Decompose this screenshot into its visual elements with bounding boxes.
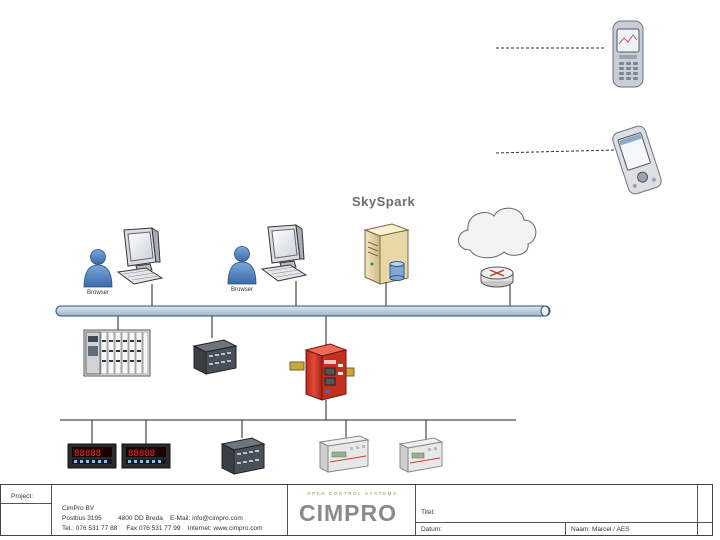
svg-text:88888: 88888	[74, 449, 101, 459]
controller-icon	[192, 339, 238, 375]
name-label: Naam: Marcel / AES	[571, 526, 630, 533]
router-icon	[480, 266, 514, 288]
field-drop-lines	[91, 420, 427, 446]
plc-rack-icon	[83, 329, 151, 377]
pda-icon	[612, 125, 662, 195]
user-icon	[83, 249, 113, 288]
workstation-label: Browser	[231, 287, 253, 293]
server-icon	[363, 223, 410, 285]
monitor-icon	[260, 223, 308, 282]
cloud-icon	[458, 207, 537, 259]
title-block: Project: CimPro BV Postbus 3195 4800 DD …	[0, 484, 713, 536]
monitor-icon	[116, 226, 164, 285]
pda-link-dashed	[495, 149, 615, 154]
energy-meter-icon	[398, 437, 444, 473]
user-icon	[227, 246, 257, 285]
company-address: Postbus 3195 4800 DD Breda E-Mail: info@…	[62, 515, 243, 522]
workstation-1: Browser	[83, 226, 164, 296]
phone-icon	[612, 20, 644, 88]
company-name: CimPro BV	[62, 505, 95, 512]
logo-wordmark: CIMPRO	[299, 500, 397, 526]
gateway-icon	[289, 343, 355, 401]
upper-drop-lines	[151, 281, 511, 306]
display-meter-icon: 88888	[121, 443, 171, 469]
network-bus	[55, 305, 551, 317]
title-label: Titel:	[421, 509, 435, 516]
date-label: Datum:	[421, 526, 442, 533]
svg-text:88888: 88888	[128, 449, 155, 459]
company-logo: OPEN CONTROL SYSTEMS CIMPRO	[293, 489, 411, 533]
project-label: Project:	[11, 493, 34, 500]
logo-tagline: OPEN CONTROL SYSTEMS	[307, 491, 398, 496]
energy-meter-icon	[318, 435, 370, 473]
workstation-2: Browser	[227, 223, 308, 293]
controller-icon	[220, 437, 266, 475]
display-meter-icon: 88888	[67, 443, 117, 469]
workstation-label: Browser	[87, 290, 109, 296]
company-contact: Tel.: 076 531 77 88 Fax 076 531 77 99 In…	[62, 525, 263, 532]
lower-drop-lines	[117, 316, 327, 420]
server-title: SkySpark	[352, 194, 416, 209]
